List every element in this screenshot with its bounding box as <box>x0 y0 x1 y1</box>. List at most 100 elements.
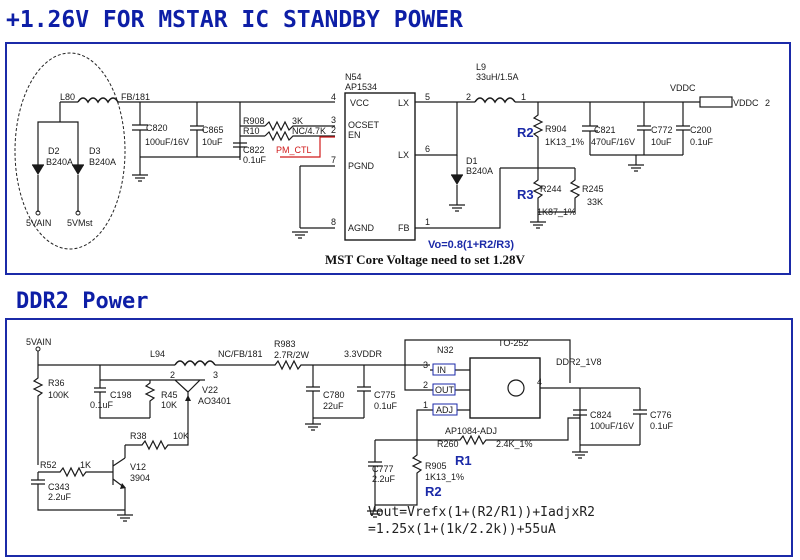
v12-ref: V12 <box>130 462 146 472</box>
r245-resistor <box>538 168 581 213</box>
r905-resistor <box>375 440 423 506</box>
pin-pgnd: PGND <box>348 161 375 171</box>
r36-value: 100K <box>48 390 69 400</box>
r905-value: 1K13_1% <box>425 472 464 482</box>
n54-ic-body <box>344 92 416 241</box>
v22-pin3: 3 <box>213 370 218 380</box>
pin-fb: FB <box>398 223 410 233</box>
c780-cap <box>306 365 320 418</box>
r10-value: NC/4.7K <box>292 126 326 136</box>
r904-resistor <box>532 102 544 168</box>
node-1: 1 <box>521 92 526 102</box>
r983-ref: R983 <box>274 339 296 349</box>
frame-ddr2 <box>5 318 793 557</box>
r245-ref: R245 <box>582 184 604 194</box>
l9-ref: L9 <box>476 62 486 72</box>
v22-pin2: 2 <box>170 370 175 380</box>
r260-ref: R260 <box>437 439 459 449</box>
r908-ref: R908 <box>243 116 265 126</box>
net-ddr2-1v8: DDR2_1V8 <box>556 357 602 367</box>
l94-value: NC/FB/181 <box>218 349 263 359</box>
c824-ref: C824 <box>590 410 612 420</box>
c824-value: 100uF/16V <box>590 421 634 431</box>
vddc-conn-pin: 2 <box>765 98 770 108</box>
l9-inductor <box>474 97 516 104</box>
c865-cap <box>190 102 204 157</box>
r908-value: 3K <box>292 116 303 126</box>
ground-r244 <box>530 212 546 229</box>
c772-cap <box>637 102 651 155</box>
d1-diode <box>449 155 465 212</box>
c775-ref: C775 <box>374 390 396 400</box>
l80-ref: L80 <box>60 92 75 102</box>
ground-agnd <box>292 231 308 239</box>
pm-ctl-label: PM_CTL <box>276 145 312 155</box>
d1-value: B240A <box>466 166 493 176</box>
label-r2-bottom: R2 <box>425 484 442 499</box>
c777-value: 2.2uF <box>372 474 396 484</box>
c343-cap <box>31 472 125 511</box>
n32-ic-body <box>469 357 541 419</box>
d3-diode <box>72 155 84 212</box>
ground-v12 <box>117 510 133 522</box>
label-r2-top: R2 <box>517 125 534 140</box>
c865-value: 10uF <box>202 137 223 147</box>
r10-ref: R10 <box>243 126 260 136</box>
r905-ref: R905 <box>425 461 447 471</box>
formula-vout-line2: =1.25x(1+(1k/2.2k))+55uA <box>368 522 556 537</box>
l80-inductor <box>77 97 119 104</box>
c820-value: 100uF/16V <box>145 137 189 147</box>
d3-ref: D3 <box>89 146 101 156</box>
frame-standby <box>5 42 791 275</box>
pin-lx1: LX <box>398 98 409 108</box>
c772-value: 10uF <box>651 137 672 147</box>
c822-ref: C822 <box>243 145 265 155</box>
pin-adj: ADJ <box>436 405 453 415</box>
ground-output <box>590 154 683 172</box>
title-standby: +1.26V FOR MSTAR IC STANDBY POWER <box>6 7 463 33</box>
formula-top: Vo=0.8(1+R2/R3) <box>428 239 514 251</box>
c198-ref: C198 <box>110 390 132 400</box>
formula-vout-line1: Vout=Vrefx(1+(R2/R1))+IadjxR2 <box>368 505 595 520</box>
l94-ref: L94 <box>150 349 165 359</box>
pin-agnd: AGND <box>348 223 375 233</box>
pinnum-5: 5 <box>425 92 430 102</box>
pin-vcc: VCC <box>350 98 370 108</box>
r38-value: 10K <box>173 431 189 441</box>
pinnum-6: 6 <box>425 144 430 154</box>
d3-value: B240A <box>89 157 116 167</box>
d1-ref: D1 <box>466 156 478 166</box>
r36-ref: R36 <box>48 378 65 388</box>
n32-part: AP1084-ADJ <box>445 426 497 436</box>
r244-ref: R244 <box>540 184 562 194</box>
r904-value: 1K13_1% <box>545 137 584 147</box>
c198-cap <box>94 387 150 419</box>
ellipse-highlight <box>14 52 126 250</box>
r245-value: 33K <box>587 197 603 207</box>
r244-resistor <box>500 167 575 212</box>
d2-ref: D2 <box>48 146 60 156</box>
l94-inductor <box>174 360 216 367</box>
node-2: 2 <box>466 92 471 102</box>
pinnum-7: 7 <box>331 155 336 165</box>
c820-cap <box>132 102 148 182</box>
pinnum-3: 3 <box>331 115 336 125</box>
c772-ref: C772 <box>651 125 673 135</box>
r10-resistor <box>264 130 335 142</box>
l80-value: FB/181 <box>121 92 150 102</box>
c777-cap <box>368 461 382 505</box>
c343-ref: C343 <box>48 482 70 492</box>
n32-pin4: 4 <box>537 377 542 387</box>
vddc-connector <box>699 96 733 108</box>
pinnum-2: 2 <box>331 125 336 135</box>
n32-package: TO-252 <box>498 338 528 348</box>
c776-ref: C776 <box>650 410 672 420</box>
ground-c824 <box>572 444 640 459</box>
vddc-conn-label: VDDC <box>733 98 759 108</box>
r38-ref: R38 <box>130 431 147 441</box>
pin-adj-box <box>432 403 458 416</box>
n54-ref: N54 <box>345 72 362 82</box>
label-r1-bottom: R1 <box>455 453 472 468</box>
pm-ctl-net <box>310 136 335 158</box>
